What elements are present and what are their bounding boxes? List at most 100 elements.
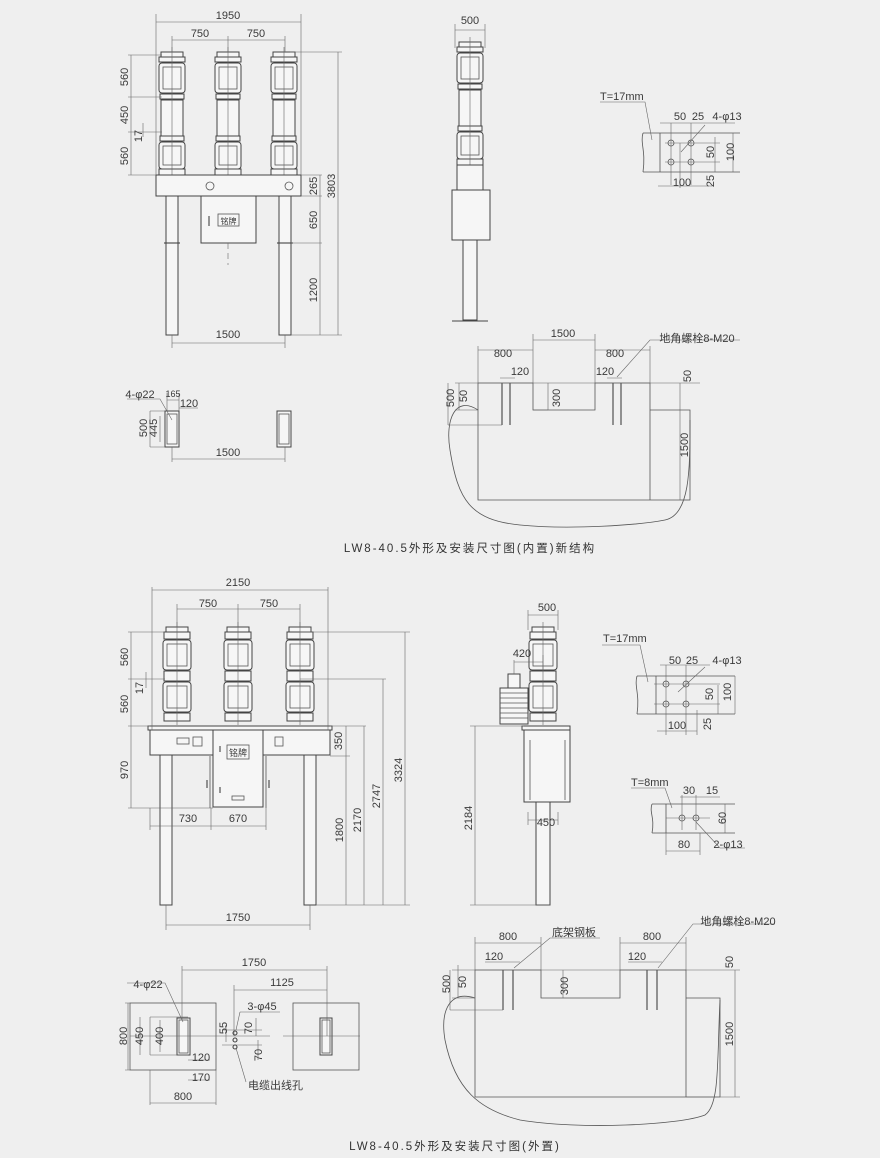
foundation-dim-120-left: 120 bbox=[511, 366, 529, 378]
footprint-holes: 4-φ22 bbox=[125, 389, 154, 401]
foundation-dim-120-right: 120 bbox=[596, 366, 614, 378]
top-footprint: 4-φ22 165 120 500 445 1500 bbox=[125, 389, 292, 462]
dim-970: 970 bbox=[119, 761, 131, 779]
top-front-view: 铭牌 1950 750 750 560 450 17 560 265 650 1… bbox=[119, 10, 342, 348]
foundation-dim-depth-1500: 1500 bbox=[724, 1022, 736, 1046]
dim-750-right: 750 bbox=[247, 28, 265, 40]
caption-external: LW8-40.5外形及安装尺寸图(外置) bbox=[349, 1139, 561, 1153]
dim-650: 650 bbox=[308, 211, 320, 229]
caption-internal: LW8-40.5外形及安装尺寸图(内置)新结构 bbox=[344, 541, 596, 555]
foundation-dim-300: 300 bbox=[551, 389, 563, 407]
dim-560-upper: 560 bbox=[119, 648, 131, 666]
foundation-dim-500: 500 bbox=[445, 389, 457, 407]
plate-holes: 4-φ13 bbox=[712, 655, 741, 667]
dim-1750: 1750 bbox=[226, 912, 250, 924]
foundation-dim-120-left: 120 bbox=[485, 951, 503, 963]
plate-dim-100-v: 100 bbox=[725, 143, 737, 161]
dim-2170: 2170 bbox=[352, 808, 364, 832]
footprint-dim-70-b: 70 bbox=[253, 1049, 265, 1061]
side-cabinet bbox=[451, 189, 491, 241]
nameplate-label: 铭牌 bbox=[229, 747, 247, 758]
footprint-dim-400: 400 bbox=[154, 1027, 166, 1045]
plate-dim-50: 50 bbox=[674, 111, 686, 123]
foundation-dim-800-left: 800 bbox=[494, 348, 512, 360]
foundation-dim-800-left: 800 bbox=[499, 931, 517, 943]
pole-3 bbox=[270, 46, 298, 178]
footprint-dim-170: 170 bbox=[192, 1072, 210, 1084]
plate-dim-50-v: 50 bbox=[705, 146, 717, 158]
side-dim-500: 500 bbox=[538, 602, 556, 614]
top-foundation: 1500 800 800 地角螺栓8-M20 120 120 50 500 50… bbox=[445, 328, 740, 528]
plate-thickness: T=17mm bbox=[600, 91, 644, 103]
footprint-dim-120: 120 bbox=[180, 398, 198, 410]
footprint-dim-120: 120 bbox=[192, 1052, 210, 1064]
plate-dim-50: 50 bbox=[669, 655, 681, 667]
footprint-dim-445: 445 bbox=[148, 419, 160, 437]
anchor-bolt-label: 地角螺栓8-M20 bbox=[700, 914, 775, 928]
side-dim-420: 420 bbox=[513, 648, 531, 660]
foundation-dim-800-right: 800 bbox=[643, 931, 661, 943]
side-pole bbox=[456, 36, 484, 168]
foundation-dim-50-top: 50 bbox=[682, 370, 694, 382]
control-cabinet bbox=[200, 195, 257, 244]
dim-1950: 1950 bbox=[216, 10, 240, 22]
plate-dim-50-v: 50 bbox=[704, 688, 716, 700]
control-cabinet bbox=[212, 729, 264, 808]
dim-2150: 2150 bbox=[226, 577, 250, 589]
dim-750-left: 750 bbox=[191, 28, 209, 40]
foundation-dim-50: 50 bbox=[457, 976, 469, 988]
plate-dim-100: 100 bbox=[668, 720, 686, 732]
leg-right bbox=[278, 195, 292, 336]
plate-dim-25-v: 25 bbox=[705, 175, 717, 187]
plate8-dim-30: 30 bbox=[683, 785, 695, 797]
dim-560-lower: 560 bbox=[119, 147, 131, 165]
cable-holes: 3-φ45 bbox=[247, 1001, 276, 1013]
footprint-dim-1125: 1125 bbox=[270, 977, 294, 989]
dim-2747: 2747 bbox=[371, 784, 383, 808]
foundation-dim-1500: 1500 bbox=[551, 328, 575, 340]
footprint-dim-800: 800 bbox=[174, 1091, 192, 1103]
dim-1800: 1800 bbox=[334, 818, 346, 842]
bottom-foundation: 800 底架钢板 800 地角螺栓8-M20 120 120 500 50 30… bbox=[441, 914, 776, 1126]
plate8-holes: 2-φ13 bbox=[713, 839, 742, 851]
leg-left bbox=[165, 195, 179, 336]
dim-670: 670 bbox=[229, 813, 247, 825]
dim-730: 730 bbox=[179, 813, 197, 825]
dim-560-lower: 560 bbox=[119, 695, 131, 713]
pole-1 bbox=[162, 621, 192, 726]
bottom-footprint: 4-φ22 1750 1125 3-φ45 55 70 70 800 450 4… bbox=[118, 957, 360, 1105]
plate-dim-25: 25 bbox=[686, 655, 698, 667]
plate-holes: 4-φ13 bbox=[712, 111, 741, 123]
nameplate-label: 铭牌 bbox=[221, 216, 237, 226]
foundation-dim-120-right: 120 bbox=[628, 951, 646, 963]
bottom-front-view: 铭牌 2150 750 750 560 17 560 970 730 670 3… bbox=[119, 577, 410, 930]
plate-thickness: T=17mm bbox=[603, 633, 647, 645]
footprint-dim-450: 450 bbox=[134, 1027, 146, 1045]
plate-dim-25: 25 bbox=[692, 111, 704, 123]
dim-750-right: 750 bbox=[260, 598, 278, 610]
anchor-bolt-label: 地角螺栓8-M20 bbox=[659, 331, 734, 345]
footprint-dim-800-v: 800 bbox=[118, 1027, 130, 1045]
footprint-dim-70-a: 70 bbox=[243, 1022, 255, 1034]
dim-17: 17 bbox=[134, 682, 146, 694]
dim-750-left: 750 bbox=[199, 598, 217, 610]
footprint-dim-500: 500 bbox=[138, 419, 150, 437]
base-plate-label: 底架钢板 bbox=[552, 925, 596, 939]
bottom-plate-8mm: T=8mm 30 15 60 80 2-φ13 bbox=[631, 777, 745, 855]
plate8-dim-15: 15 bbox=[706, 785, 718, 797]
dim-450: 450 bbox=[119, 106, 131, 124]
foundation-dim-300: 300 bbox=[559, 977, 571, 995]
foundation-dim-50: 50 bbox=[458, 390, 470, 402]
pole-3 bbox=[285, 621, 315, 726]
side-cabinet bbox=[523, 729, 571, 803]
side-dim-500: 500 bbox=[461, 15, 479, 27]
dim-350: 350 bbox=[333, 732, 345, 750]
bottom-side-view: 500 420 2184 450 bbox=[463, 602, 571, 906]
footprint-dim-55: 55 bbox=[218, 1022, 230, 1034]
current-transformer bbox=[499, 673, 529, 725]
plate-dim-100-v: 100 bbox=[722, 683, 734, 701]
mechanism-base bbox=[155, 174, 302, 197]
footprint-dim-1750: 1750 bbox=[242, 957, 266, 969]
top-plate-detail: T=17mm 50 25 4-φ13 50 100 100 25 bbox=[600, 91, 742, 189]
